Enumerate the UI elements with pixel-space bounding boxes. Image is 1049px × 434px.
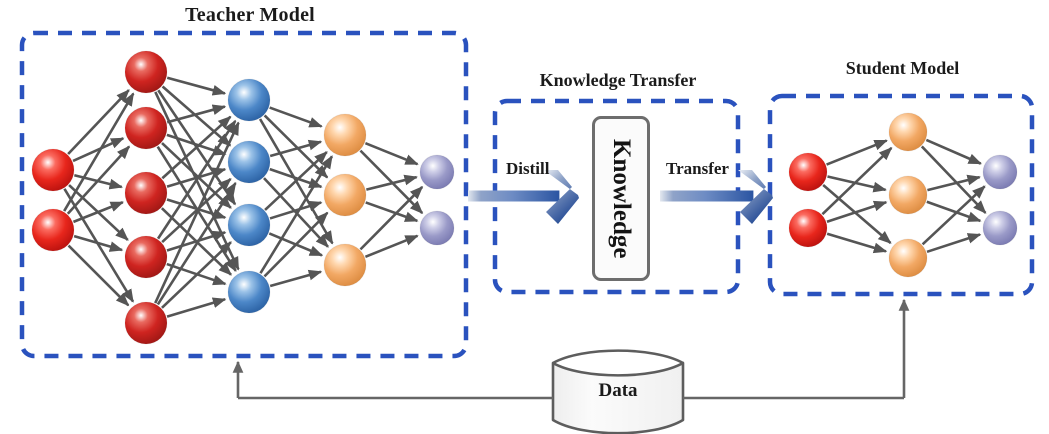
student-edge [920,145,987,214]
teacher-edge [366,174,418,191]
data-label: Data [598,380,638,401]
teacher-hidden2-node [227,270,271,314]
student-hidden-node [888,238,928,278]
teacher-edge [156,119,237,240]
teacher-edge [359,185,424,251]
knowledge-transfer-title: Knowledge Transfer [539,70,697,90]
teacher-hidden2-node [227,140,271,184]
teacher-edge [154,121,240,304]
teacher-hidden1-node [124,301,168,345]
teacher-edge [364,142,419,166]
teacher-model-title: Teacher Model [185,4,315,26]
teacher-hidden1-node [124,106,168,150]
teacher-edge [166,76,227,96]
teacher-edge [66,145,131,215]
teacher-edge [156,181,237,306]
student-output-node [982,210,1018,246]
teacher-edge [161,177,232,244]
transfer-arrow-head [738,170,773,224]
flow-arrows-group [468,170,773,224]
teacher-edge [263,114,329,179]
student-edge [925,138,982,165]
teacher-edge [161,241,232,309]
student-input-node [788,152,828,192]
teacher-edge [72,201,125,224]
teacher-edge [269,139,323,158]
teacher-hidden2-node [227,78,271,122]
teacher-edge [365,201,419,223]
teacher-edge [263,177,329,248]
teacher-input-node [31,208,75,252]
data-cylinder-top [552,349,684,365]
teacher-edge [269,106,323,128]
teacher-edge [73,234,124,252]
teacher-edge [269,269,323,288]
teacher-hidden1-node [124,171,168,215]
teacher-edge [269,167,323,189]
teacher-edge [63,92,135,212]
teacher-edge [166,230,227,252]
teacher-hidden1-node [124,50,168,94]
data-cylinder-body [551,361,685,434]
distill-label: Distill [506,159,550,178]
network-nodes-group [31,50,1018,345]
student-edge [826,200,888,223]
student-hidden-node [888,112,928,152]
teacher-hidden1-node [124,235,168,279]
teacher-edge [166,297,227,318]
transfer-arrow-shaft [660,190,754,202]
student-edge [921,185,986,246]
student-hidden-node [888,175,928,215]
teacher-edge [67,244,130,307]
distill-arrow-shaft [468,190,560,202]
student-edge [826,232,888,254]
teacher-hidden3-node [323,113,367,157]
feedback-lines-group [232,298,910,434]
teacher-edge [161,85,232,147]
student-output-node [982,154,1018,190]
student-model-title: Student Model [845,58,960,78]
teacher-edge [269,200,323,220]
teacher-edge [67,89,130,155]
teacher-edge [166,104,227,124]
student-edge [826,139,888,166]
teacher-edge [63,188,135,303]
teacher-output-node [419,154,455,190]
knowledge-label: Knowledge [608,138,635,259]
student-edge [821,146,893,216]
teacher-edge [263,211,329,278]
teacher-input-node [31,148,75,192]
teacher-edge [359,149,424,215]
teacher-edge [72,137,125,163]
teacher-edge [364,234,419,258]
transfer-label: Transfer [666,159,729,178]
teacher-edge [264,151,328,211]
teacher-edge [259,155,334,274]
network-edges-group [63,76,987,318]
teacher-hidden3-node [323,243,367,287]
teacher-edge [161,142,232,209]
student-edge [822,184,892,244]
teacher-hidden3-node [323,173,367,217]
student-edge [926,233,982,254]
distill-arrow-head [544,170,579,224]
student-input-node [788,208,828,248]
teacher-model-boundary [19,30,469,359]
teacher-output-node [419,210,455,246]
student-edge [927,174,981,192]
teacher-edge [161,115,232,180]
student-edge [926,200,982,223]
teacher-hidden2-node [227,203,271,247]
knowledge-node-box: Knowledge [592,116,650,281]
